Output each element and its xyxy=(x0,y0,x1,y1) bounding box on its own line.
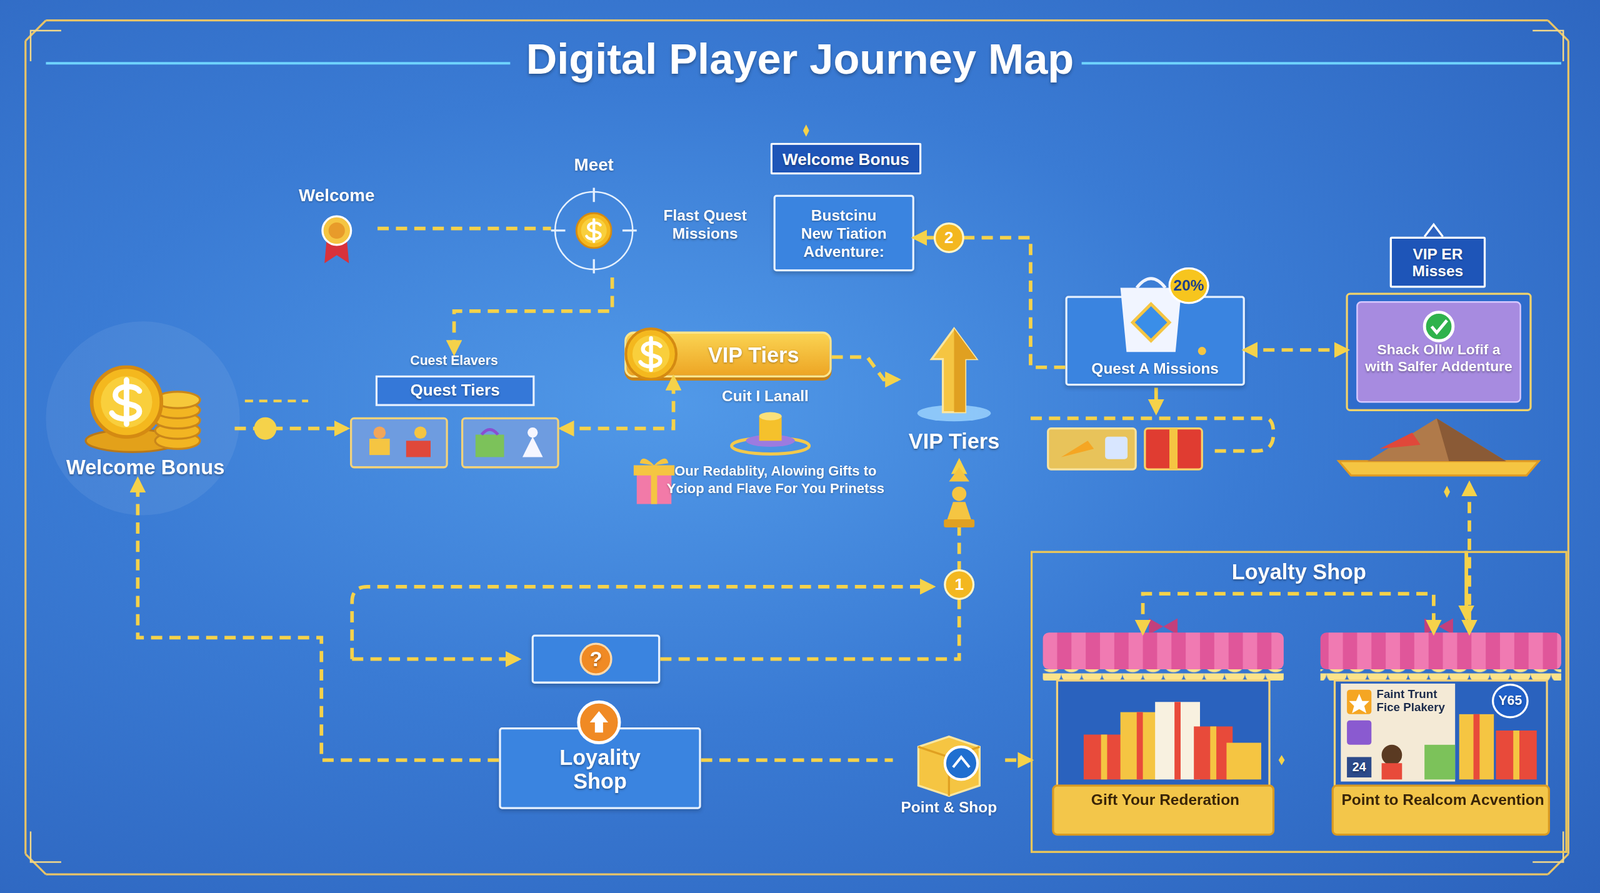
node-label: Welcome Bonus xyxy=(56,455,235,480)
node-label: Bustcinu New Tiation Adventure: xyxy=(795,206,894,262)
process-box: Bustcinu New Tiation Adventure: xyxy=(773,195,915,272)
shop-icon-node: Point & Shop xyxy=(893,726,1006,820)
shop-item-text: Faint Trunt Fice Plakery xyxy=(1376,687,1454,714)
node-label: Point to Realcom Acvention xyxy=(1335,790,1552,809)
node-label: Welcome xyxy=(295,185,378,207)
node-label: ? xyxy=(579,643,612,676)
flow-connector xyxy=(454,277,613,354)
node-label: Meet xyxy=(551,155,637,176)
coin-node: Welcome Bonus xyxy=(56,356,235,480)
node-label: Quest A Missions xyxy=(1067,359,1244,378)
price-badge: Y65 xyxy=(1491,683,1529,719)
node-label: VIP ER Misses xyxy=(1391,245,1484,280)
shop-box: Loyality Shop xyxy=(498,727,701,810)
question-box: ? xyxy=(531,635,661,684)
node-label: VIP Tiers xyxy=(679,333,828,376)
flow-connector xyxy=(561,377,674,429)
shop-container: Loyalty ShopGift Your Rederation Point to… xyxy=(1030,551,1568,854)
node-subtext: Flast Quest Missions xyxy=(655,206,755,244)
node-label: Point & Shop xyxy=(893,798,1006,817)
flow-connector xyxy=(701,758,894,762)
callout-number: 1 xyxy=(943,569,975,600)
node-label: Shack Ollw Lofif a with Salfer Addenture xyxy=(1363,340,1515,376)
node-label: Cuest Elavers xyxy=(346,353,562,369)
flow-connector xyxy=(1467,483,1472,633)
tag-box: VIP ER Misses xyxy=(1390,236,1486,289)
flow-connector xyxy=(1005,758,1031,762)
reward-card: Shack Ollw Lofif a with Salfer Addenture xyxy=(1346,293,1531,484)
start-icon: Welcome xyxy=(295,185,378,268)
caption-text: Cuit I Lanall xyxy=(704,386,827,405)
flow-connector xyxy=(235,426,348,431)
diagram-title: Digital Player Journey Map xyxy=(0,35,1600,84)
mission-box: Quest A Missions xyxy=(1065,295,1245,386)
percent-badge: 20% xyxy=(1168,267,1209,305)
storefront: Gift Your Rederation xyxy=(1055,632,1276,837)
arrow-icon-node: VIP Tiers xyxy=(898,326,1011,462)
flow-connector xyxy=(137,479,499,760)
storefront: Point to Realcom Acvention xyxy=(1335,632,1552,837)
pill-banner: VIP Tiers xyxy=(624,331,832,378)
flow-connector xyxy=(1143,593,1434,633)
note-text: Our Redablity, Alowing Gifts to Yciop an… xyxy=(665,462,886,498)
node-label: Welcome Bonus xyxy=(772,150,920,170)
flow-connector xyxy=(660,461,959,660)
callout-number: 2 xyxy=(933,222,965,254)
count-badge: 24 xyxy=(1346,756,1372,778)
tier-group: Cuest ElaversQuest Tiers xyxy=(346,353,562,472)
node-label: Loyalty Shop xyxy=(1032,559,1565,585)
flow-connector xyxy=(377,226,552,231)
flow-connector xyxy=(1245,348,1347,352)
node-subtext: Quest Tiers xyxy=(375,375,535,407)
header-box: Welcome Bonus xyxy=(770,143,922,175)
node-label: VIP Tiers xyxy=(898,428,1011,455)
milestone-circle: MeetFlast Quest Missions xyxy=(551,153,756,278)
node-label: Gift Your Rederation xyxy=(1055,790,1276,809)
flow-connector xyxy=(914,237,1066,367)
node-label: Loyality Shop xyxy=(537,745,662,793)
flow-connector xyxy=(831,356,899,380)
